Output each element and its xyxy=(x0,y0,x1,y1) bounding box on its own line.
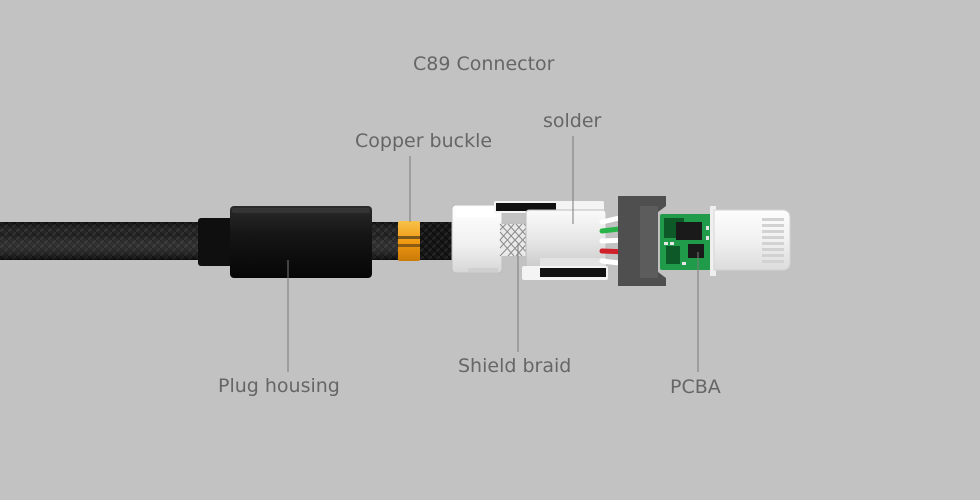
shield-braid-part xyxy=(499,223,531,257)
cable-stub xyxy=(420,224,456,258)
solder-shell-part xyxy=(494,201,608,280)
leader-lines xyxy=(287,136,699,372)
label-shield-braid: Shield braid xyxy=(458,355,572,377)
label-pcba: PCBA xyxy=(670,376,721,398)
diagram-title: C89 Connector xyxy=(413,53,555,75)
label-plug-housing: Plug housing xyxy=(218,375,340,397)
label-solder: solder xyxy=(543,110,602,132)
pcba-part xyxy=(660,214,712,270)
plug-housing-part xyxy=(198,206,372,278)
strain-relief-part xyxy=(451,204,503,274)
label-copper-buckle: Copper buckle xyxy=(355,130,493,152)
copper-buckle-part xyxy=(398,221,420,261)
connector-frame-part xyxy=(618,196,666,286)
connector-tip-part xyxy=(710,206,791,276)
